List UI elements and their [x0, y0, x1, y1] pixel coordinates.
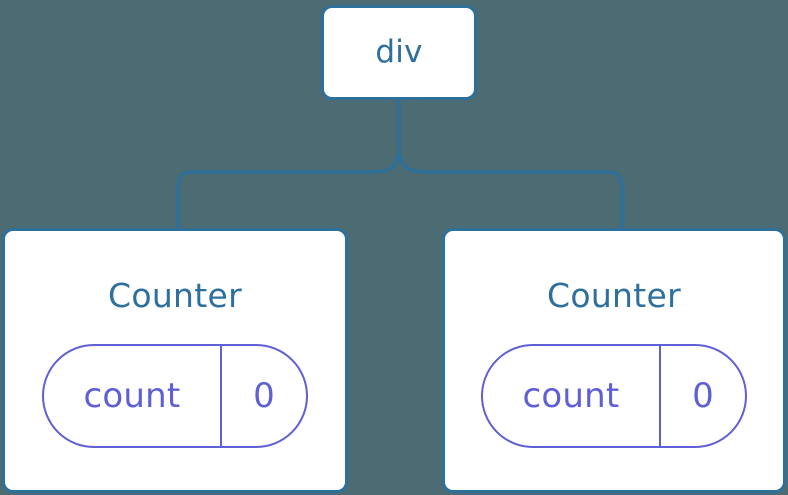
state-pill-left: count 0	[42, 344, 308, 448]
connector-branch-right	[397, 145, 624, 228]
state-key-cell-right: count	[483, 346, 661, 446]
node-counter-right-label: Counter	[547, 276, 681, 315]
state-value-label-left: 0	[253, 376, 275, 416]
state-pill-right: count 0	[481, 344, 747, 448]
state-value-cell-right: 0	[661, 346, 745, 446]
state-key-cell-left: count	[44, 346, 222, 446]
node-div-label: div	[375, 34, 423, 70]
connector-branch-left	[176, 145, 401, 228]
state-value-cell-left: 0	[222, 346, 306, 446]
state-key-label-right: count	[522, 376, 620, 416]
node-counter-right[interactable]: Counter count 0	[442, 228, 786, 493]
state-key-label-left: count	[83, 376, 181, 416]
state-value-label-right: 0	[692, 376, 714, 416]
node-div[interactable]: div	[321, 5, 477, 100]
node-counter-left-label: Counter	[108, 276, 242, 315]
node-counter-left[interactable]: Counter count 0	[2, 228, 348, 493]
